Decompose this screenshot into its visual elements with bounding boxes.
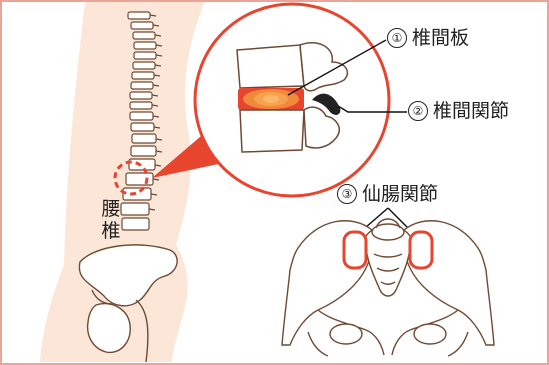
label-si-text: 仙腸関節 [362,183,438,205]
label-disc-text: 椎間板 [412,27,469,49]
label-facet-text: 椎間関節 [433,100,509,122]
label-lumbar-char-1: 腰 [100,198,122,220]
zoom-circle [195,4,389,196]
body-silhouette [40,2,205,362]
label-lumbar-char-2: 椎 [100,220,122,242]
front-pelvis [282,219,494,356]
label-si-number: ③ [337,184,357,204]
label-disc-number: ① [387,28,407,48]
label-facet-number: ② [408,101,428,121]
